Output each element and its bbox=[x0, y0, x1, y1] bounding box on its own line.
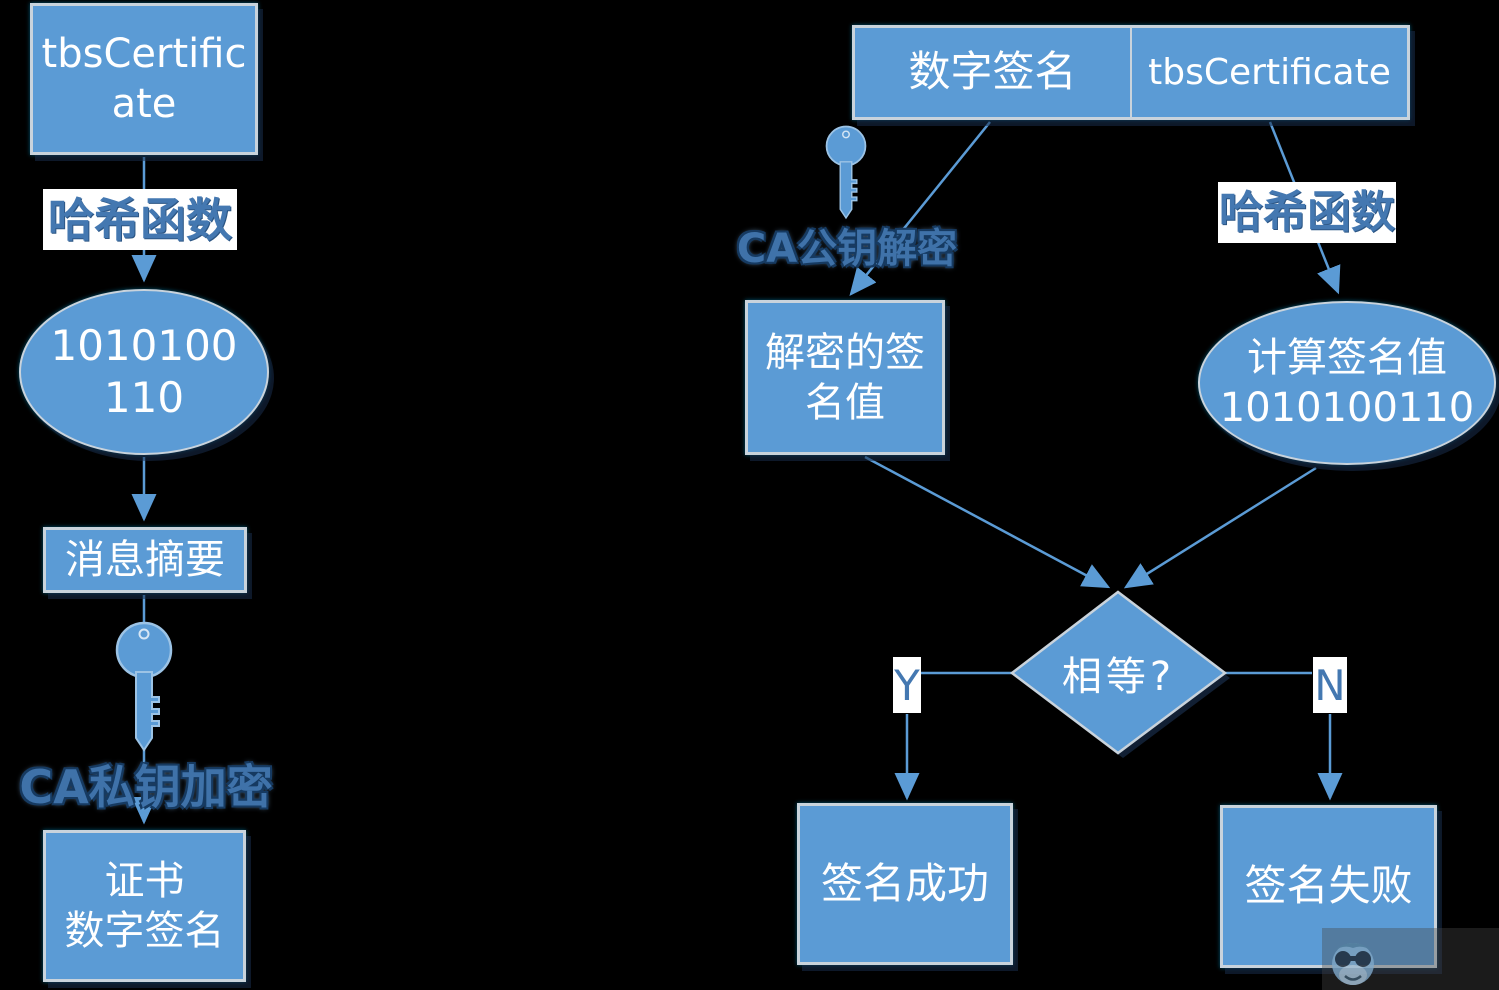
node-certificate-signature: 证书 数字签名 bbox=[43, 830, 246, 982]
node-digest-ellipse: 1010100110 bbox=[19, 289, 269, 455]
arrow-decrypted-to-decision bbox=[864, 455, 1111, 589]
label-hash-function-right: 哈希函数 bbox=[1218, 182, 1396, 243]
node-decrypted-signature: 解密的签名值 bbox=[745, 300, 945, 455]
node-tbscertificate-label: tbsCertificate bbox=[41, 31, 247, 127]
label-yes: Y bbox=[893, 657, 921, 713]
node-tbscertificate: tbsCertificate bbox=[30, 3, 258, 155]
node-signature-failure: 签名失败 bbox=[1220, 805, 1437, 968]
key-icon bbox=[825, 125, 867, 219]
label-ca-private-key-encrypt: CA私钥加密 bbox=[19, 760, 273, 814]
digest-bits: 1010100110 bbox=[50, 320, 238, 423]
label-hash-function-left: 哈希函数 bbox=[43, 189, 237, 250]
arrow-signature-to-decrypted bbox=[849, 121, 991, 296]
decision-diamond bbox=[1009, 590, 1228, 755]
decision-label: 相等? bbox=[1061, 653, 1176, 700]
arrow-computed-to-decision bbox=[1123, 466, 1317, 589]
header-cell-tbscertificate: tbsCertificate bbox=[1130, 28, 1407, 117]
key-icon bbox=[115, 621, 173, 752]
watermark bbox=[1322, 928, 1499, 990]
monkey-logo-icon bbox=[1332, 943, 1374, 985]
node-computed-signature-ellipse: 计算签名值 1010100110 bbox=[1198, 301, 1496, 465]
label-no: N bbox=[1313, 657, 1347, 713]
node-signature-success: 签名成功 bbox=[797, 803, 1013, 965]
node-message-digest: 消息摘要 bbox=[43, 527, 247, 593]
label-ca-public-key-decrypt: CA公钥解密 bbox=[736, 226, 958, 272]
header-cell-digital-signature: 数字签名 bbox=[908, 47, 1077, 97]
node-cert-header: 数字签名 tbsCertificate bbox=[852, 25, 1410, 120]
